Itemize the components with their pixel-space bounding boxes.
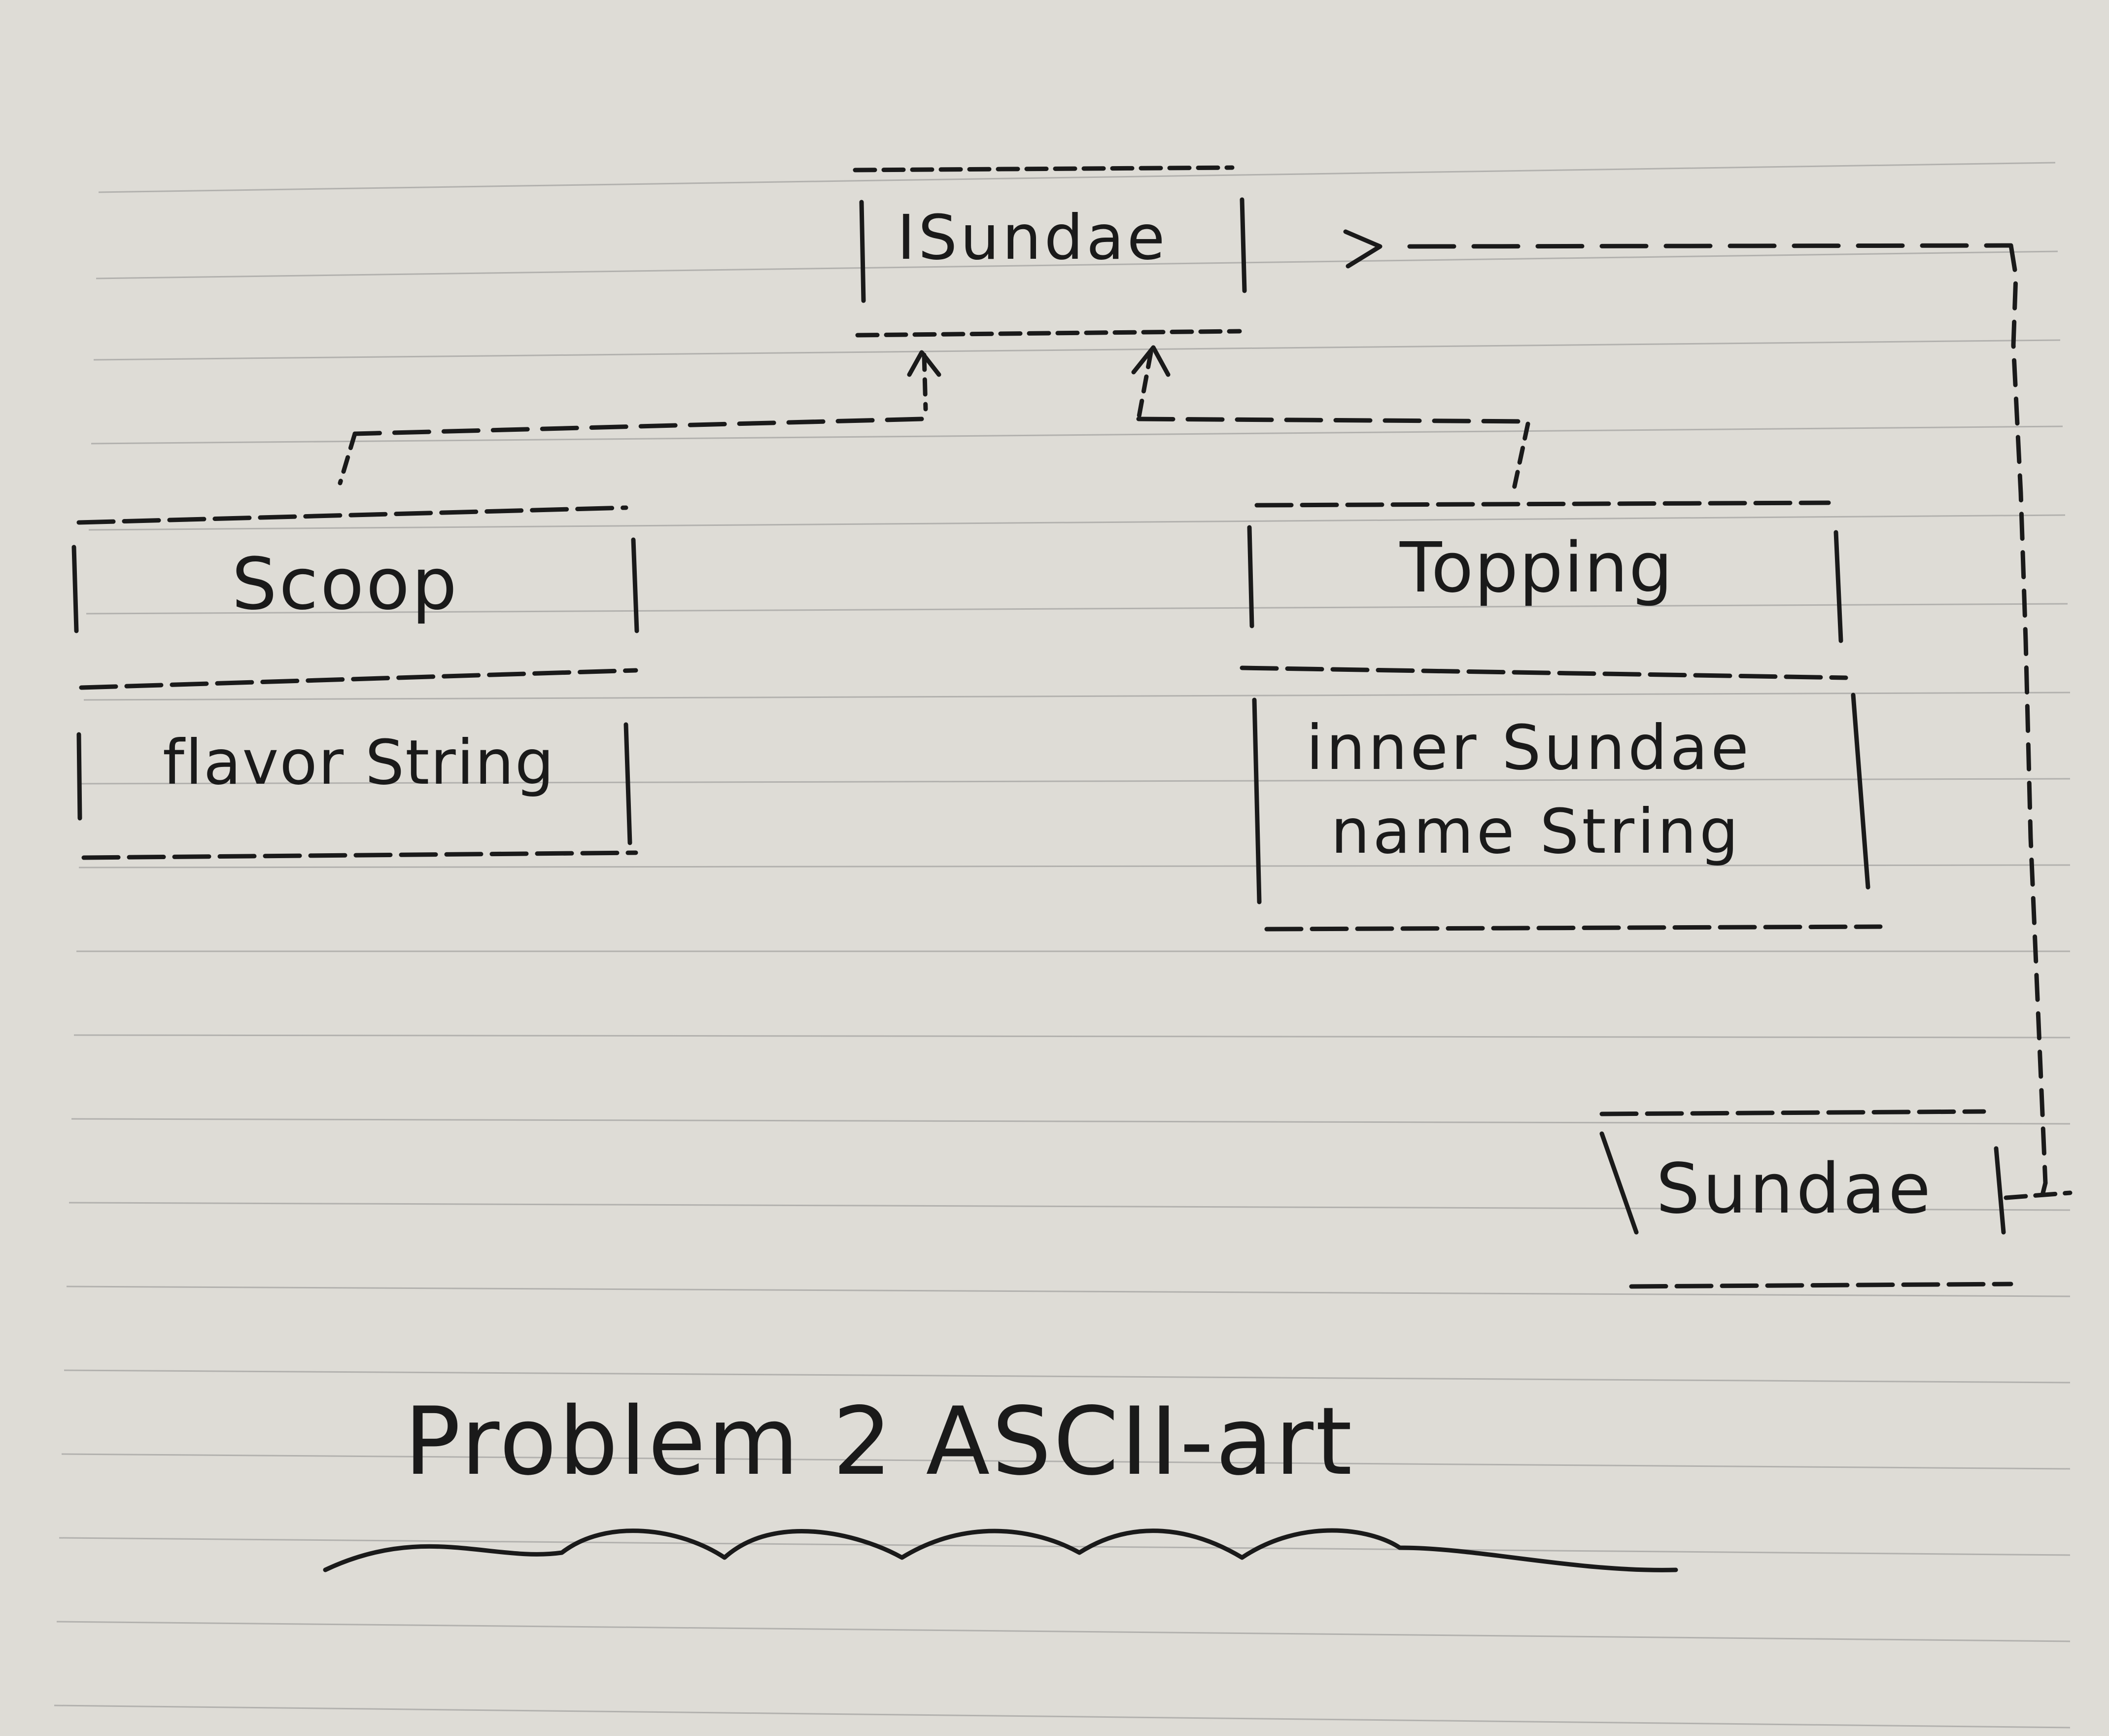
scoop-title: Scoop bbox=[232, 543, 459, 626]
sundae-to-isundae-arrow bbox=[1343, 229, 2048, 1195]
isundae-box bbox=[853, 165, 1247, 338]
ruled-lines bbox=[54, 162, 2071, 1729]
isundae-label: ISundae bbox=[897, 202, 1168, 274]
caption-wavy-underline bbox=[323, 1528, 1678, 1572]
topping-field-name: name String bbox=[1331, 796, 1741, 868]
scoop-to-isundae-arrow bbox=[338, 350, 941, 486]
topping-to-isundae-arrow bbox=[1131, 345, 1530, 495]
topping-title: Topping bbox=[1399, 528, 1674, 608]
caption-title: Problem 2 ASCII-art bbox=[404, 1387, 1354, 1496]
sundae-label: Sundae bbox=[1656, 1149, 1934, 1229]
topping-box bbox=[1240, 500, 1883, 932]
sundae-box bbox=[1599, 1109, 2073, 1289]
topping-field-inner: inner Sundae bbox=[1306, 712, 1752, 784]
scoop-box bbox=[71, 505, 639, 860]
scoop-field-flavor: flavor String bbox=[163, 727, 555, 799]
